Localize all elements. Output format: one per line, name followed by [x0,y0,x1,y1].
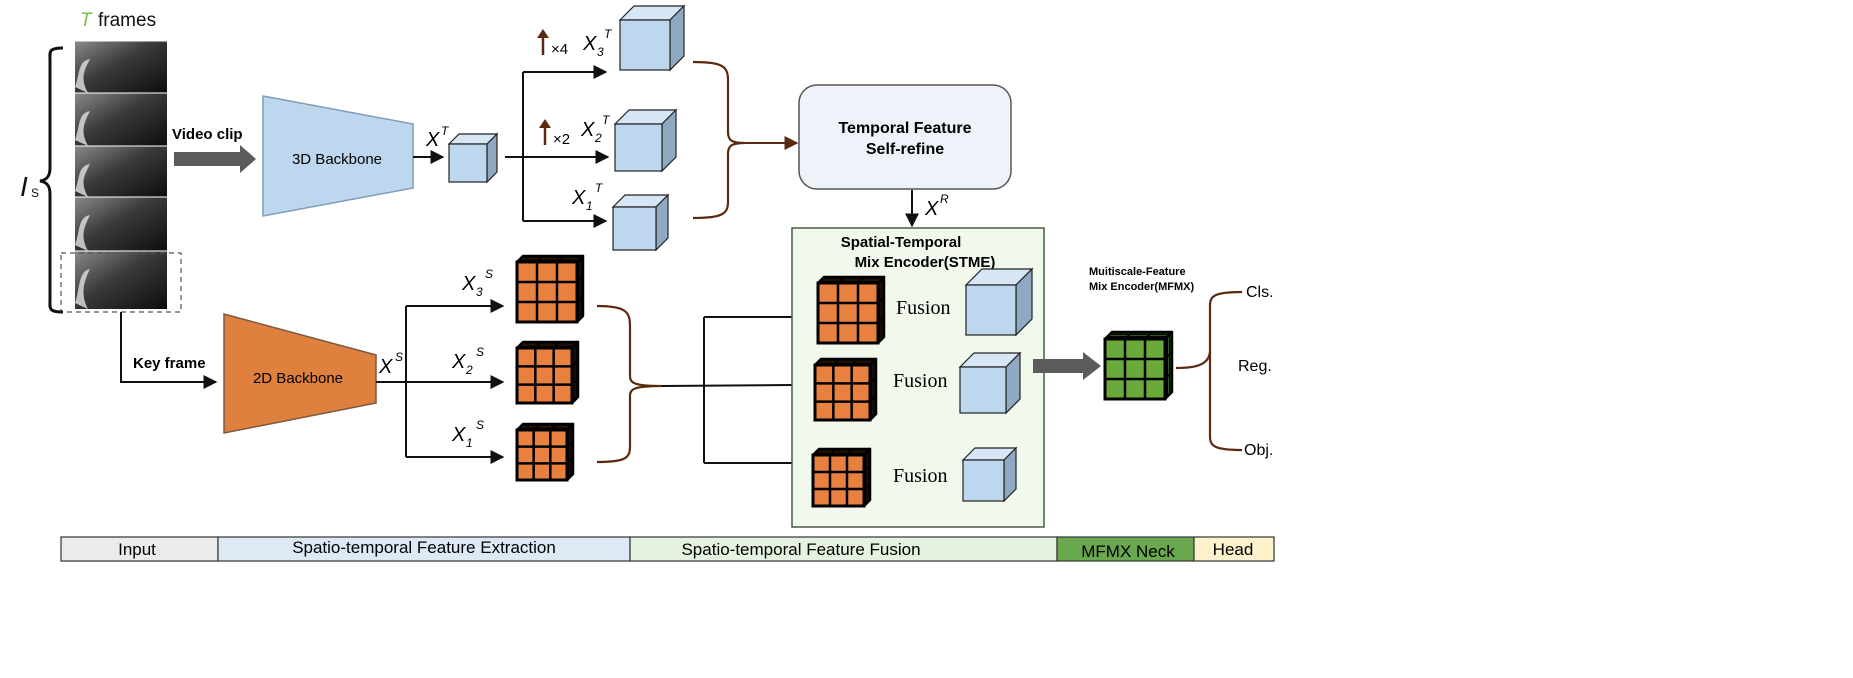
svg-text:MFMX Neck: MFMX Neck [1081,542,1175,561]
stme-temporal-cube-1 [964,267,1034,337]
xr-label: X R [924,192,949,220]
svg-text:3: 3 [476,285,483,299]
upsample-x4: ×4 [537,29,568,58]
xt-label: X T [425,124,450,151]
legend-head [1193,536,1275,562]
svg-text:3: 3 [597,45,604,59]
spatial-trunk-line [661,384,793,387]
svg-text:X: X [580,119,595,141]
svg-text:Spatio-temporal Feature Extrac: Spatio-temporal Feature Extraction [292,538,556,557]
frames-label: frames [98,10,156,31]
3d-backbone-label: 3D Backbone [292,151,382,168]
tfsr-title-line2: Self-refine [866,141,944,158]
Is-label: I [20,171,28,202]
xs2-feature-grid-cube [515,340,580,405]
svg-text:X: X [924,198,939,220]
video-clip-arrow [174,145,256,173]
xt3-feature-cube [618,4,686,72]
2d-backbone-block [223,313,377,434]
stage-legend-bar: Input Spatio-temporal Feature Extraction… [60,536,1275,562]
upsample-x2: ×2 [539,119,570,148]
svg-text:Input: Input [118,540,156,559]
svg-text:Spatio-temporal Feature Fusion: Spatio-temporal Feature Fusion [681,540,920,559]
fusion-label-1: Fusion [896,297,950,319]
xs1-feature-grid-cube [515,422,575,482]
svg-text:X: X [451,424,466,446]
stme-spatial-cube-1 [816,275,886,345]
svg-text:T: T [602,113,611,127]
tfsr-block [798,84,1012,190]
svg-text:X: X [425,129,440,151]
legend-feature-fusion [629,536,1058,562]
xs1-label: X 1 S [451,418,484,450]
key-frame-label: Key frame [133,355,206,372]
xs3-label: X 3 S [461,267,493,299]
svg-text:S: S [476,418,484,432]
input-brace [39,46,64,314]
svg-text:×2: ×2 [553,131,570,148]
mfmx-green-grid-cube [1103,330,1174,401]
svg-text:S: S [476,345,484,359]
svg-text:Head: Head [1213,540,1254,559]
svg-text:X: X [378,356,393,378]
xt2-feature-cube [613,108,678,173]
svg-text:X: X [461,273,476,295]
stme-temporal-cube-2 [958,351,1022,415]
legend-mfmx-neck [1056,536,1195,562]
2d-backbone-label: 2D Backbone [253,370,343,387]
svg-text:×4: ×4 [551,41,568,58]
head-brace [1175,290,1243,452]
xt3-label: X 3 T [582,27,613,59]
svg-text:R: R [940,192,949,206]
stme-temporal-cube-3 [961,446,1018,503]
stme-spatial-cube-3 [811,447,872,508]
xt1-feature-cube [611,193,670,252]
svg-text:X: X [451,351,466,373]
temporal-brace [692,60,746,220]
xt2-label: X 2 T [580,113,611,145]
svg-text:T: T [604,27,613,41]
xs2-label: X 2 S [451,345,484,377]
stme-to-mfmx-arrow [1033,352,1101,380]
head-cls: Cls. [1246,284,1274,301]
video-frames-stack [75,40,167,309]
spatial-brace [596,304,663,464]
Is-subscript: S [31,186,39,200]
svg-text:1: 1 [466,436,473,450]
tfsr-title-line1: Temporal Feature [838,120,971,137]
xs3-feature-grid-cube [515,254,585,324]
xt1-label: X 1 T [571,181,604,213]
head-reg: Reg. [1238,358,1272,375]
svg-text:X: X [571,187,586,209]
mfmx-title-line1: Muitiscale-Feature [1089,266,1186,278]
fusion-label-2: Fusion [893,370,947,392]
key-frame-arrow [120,312,218,389]
video-clip-label: Video clip [172,126,243,143]
xs-label: X S [378,350,403,378]
svg-text:S: S [395,350,403,364]
frames-T-label: T [80,10,93,31]
svg-text:2: 2 [594,131,602,145]
fusion-label-3: Fusion [893,465,947,487]
svg-text:1: 1 [586,199,593,213]
3d-backbone-block [262,95,414,217]
svg-text:T: T [595,181,604,195]
svg-text:2: 2 [465,363,473,377]
stme-title-line1: Spatial-Temporal [841,234,962,251]
stme-title-line2: Mix Encoder(STME) [855,254,996,271]
xt-feature-cube [447,132,499,184]
legend-input [60,536,219,562]
head-obj: Obj. [1244,442,1273,459]
stme-spatial-cube-2 [813,357,878,422]
frames-header: T frames [80,10,156,31]
svg-text:S: S [485,267,493,281]
legend-feature-extraction [217,536,631,562]
mfmx-title-line2: Mix Encoder(MFMX) [1089,281,1194,293]
svg-text:T: T [441,124,450,138]
svg-text:X: X [582,33,597,55]
